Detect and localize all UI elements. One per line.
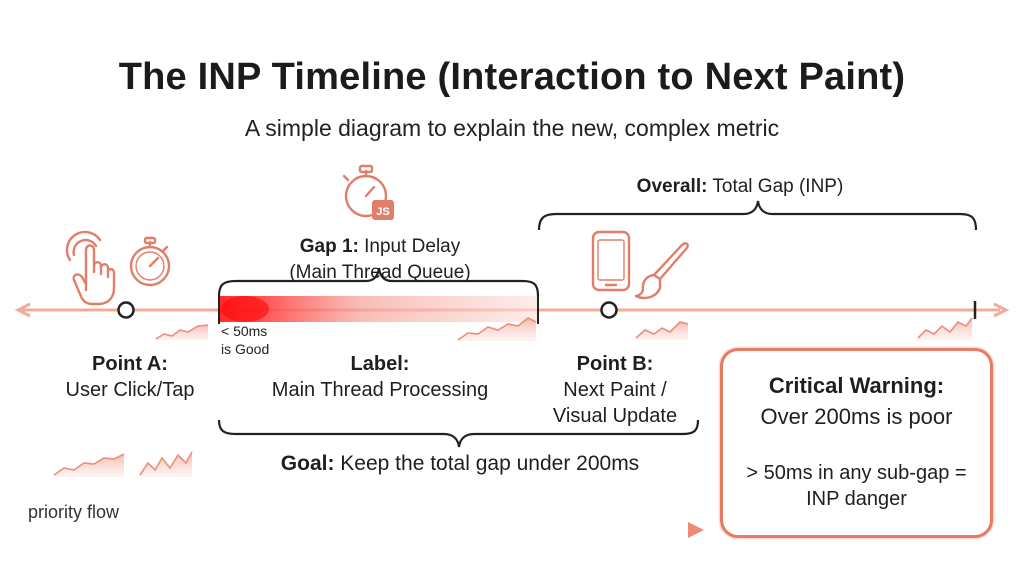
main-thread-title: Label:	[350, 353, 410, 375]
point-b-desc-2: Visual Update	[552, 405, 678, 427]
gap1-brace	[217, 267, 540, 297]
goal-label-text: Keep the total gap under 200ms	[334, 452, 640, 475]
js-stopwatch-icon	[342, 164, 394, 220]
gap1-label-bold: Gap 1:	[299, 236, 359, 257]
sparkline	[155, 324, 209, 340]
sparkline	[635, 321, 689, 340]
page-title: The INP Timeline (Interaction to Next Pa…	[118, 56, 906, 98]
sparkline	[457, 317, 537, 341]
priority-flow-label: priority flow	[28, 502, 120, 522]
warning-subtitle: Over 200ms is poor	[760, 404, 953, 429]
overall-label-bold: Overall:	[636, 176, 708, 197]
overall-label: Overall: Total Gap (INP)	[560, 176, 920, 198]
goal-label-bold: Goal:	[280, 452, 335, 475]
sparkline	[139, 451, 193, 477]
good-threshold-note: < 50ms is Good	[221, 322, 269, 358]
critical-warning-box	[720, 348, 993, 538]
goal-brace	[217, 419, 700, 448]
tap-hand-icon	[65, 230, 116, 306]
main-thread-desc: Main Thread Processing	[271, 379, 489, 401]
point-b-marker	[600, 301, 618, 319]
warning-detail: > 50ms in any sub-gap = INP danger	[746, 462, 967, 510]
input-delay-bar	[218, 294, 539, 324]
paintbrush-icon	[634, 242, 689, 300]
point-b-label: Point B: Next Paint / Visual Update	[520, 351, 710, 429]
js-badge-text: JS	[376, 206, 389, 218]
good-note-line2: is Good	[221, 341, 270, 357]
point-b-title: Point B:	[576, 353, 654, 375]
warning-title: Critical Warning:	[768, 373, 945, 398]
gap1-label-text: Input Delay	[358, 236, 461, 257]
point-a-title: Point A:	[92, 353, 168, 375]
goal-label: Goal: Keep the total gap under 200ms	[200, 452, 720, 476]
point-a-marker	[117, 301, 135, 319]
point-a-label: Point A: User Click/Tap	[20, 351, 240, 403]
gap1-label: Gap 1: Input Delay (Main Thread Queue)	[210, 234, 550, 286]
smartphone-icon	[591, 230, 631, 292]
good-note-line1: < 50ms	[221, 323, 268, 339]
point-b-desc-1: Next Paint /	[563, 379, 667, 401]
gap1-label-line2: (Main Thread Queue)	[289, 262, 471, 283]
main-thread-label: Label: Main Thread Processing	[220, 351, 540, 403]
stopwatch-icon	[129, 236, 171, 287]
overall-label-text: Total Gap (INP)	[707, 176, 844, 197]
point-a-desc: User Click/Tap	[65, 379, 195, 401]
priority-flow-arrow	[28, 522, 704, 538]
sparkline	[53, 453, 125, 477]
page-subtitle: A simple diagram to explain the new, com…	[244, 115, 780, 141]
overall-brace	[537, 200, 978, 231]
sparkline	[917, 317, 973, 340]
